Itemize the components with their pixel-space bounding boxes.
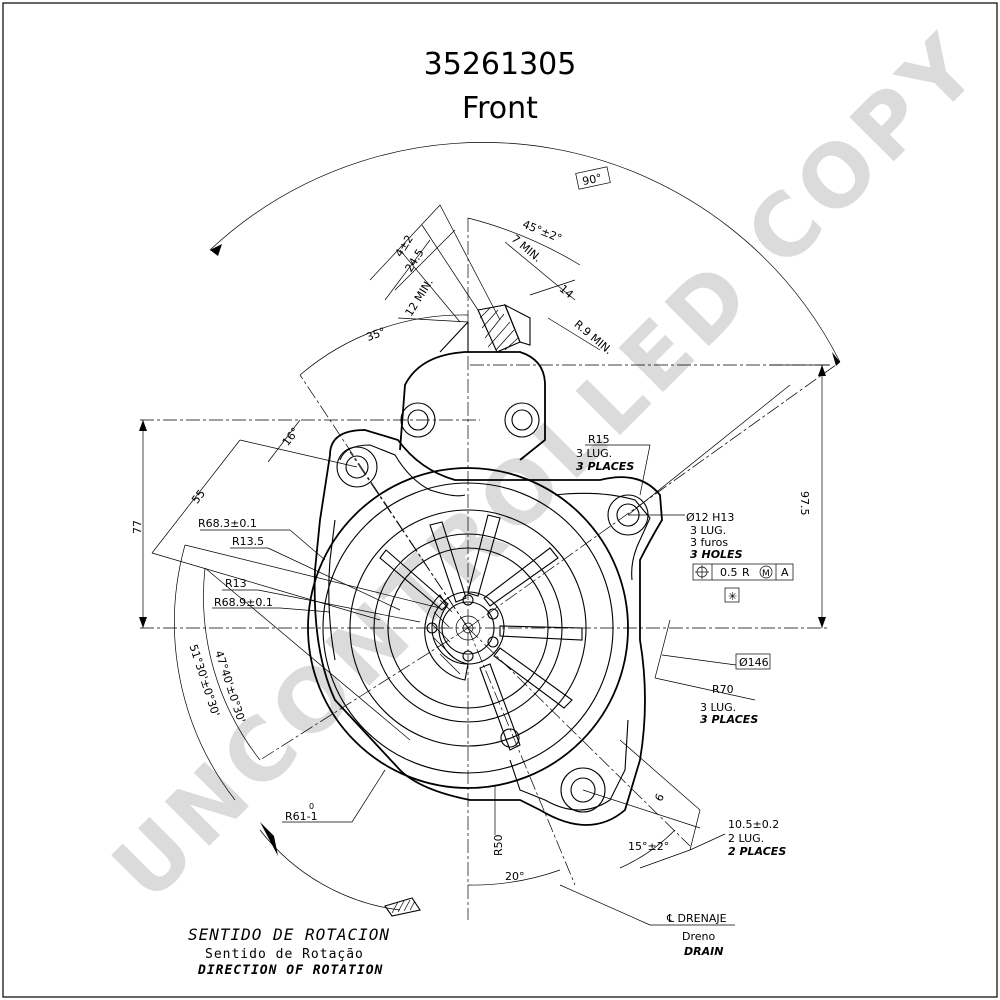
dim-77: 77	[131, 520, 144, 534]
dim-r68-9: R68.9±0.1	[214, 596, 273, 609]
dim-r61: R61-1	[285, 810, 318, 823]
dim-angle-35: 35°	[365, 325, 388, 344]
dim-r15-places: 3 PLACES	[576, 460, 634, 473]
dim-hole-holes: 3 HOLES	[690, 548, 743, 561]
tol-a: A	[781, 566, 789, 579]
dim-10-5: 10.5±0.2	[728, 818, 779, 831]
dim-hole-furos: 3 furos	[690, 536, 728, 549]
part-number-title: 35261305	[424, 47, 577, 82]
dim-hole-lug: 3 LUG.	[690, 524, 726, 537]
drain-label-pt: Dreno	[682, 930, 715, 943]
tol-value: 0.5	[720, 566, 738, 579]
dim-6: 6	[652, 791, 667, 803]
dim-dia146: Ø146	[739, 656, 769, 669]
tolerance-frame: 0.5 R M A ✳	[692, 563, 794, 603]
dimension-lines	[139, 142, 841, 926]
dim-angle-15: 15°±2°	[628, 840, 669, 853]
drain-label-en: DRAIN	[684, 945, 723, 958]
dim-r50: R50	[492, 834, 505, 856]
tol-r: R	[742, 566, 750, 579]
max-material-icon	[759, 565, 773, 579]
dim-r70-places: 3 PLACES	[700, 713, 758, 726]
dim-r68-3: R68.3±0.1	[198, 517, 257, 530]
tol-m: M	[762, 569, 770, 579]
dim-hole: Ø12 H13	[686, 511, 734, 524]
dim-r70-lug: 3 LUG.	[700, 701, 736, 714]
dim-10-5-places: 2 PLACES	[728, 845, 786, 858]
rotation-arrow-icon	[259, 822, 421, 917]
dim-angle-16: 16°	[280, 425, 302, 448]
rotation-label-pt: Sentido de Rotação	[205, 947, 364, 962]
dim-r70: R70	[712, 683, 734, 696]
dim-r15-lug: 3 LUG.	[576, 447, 612, 460]
dim-r15: R15	[588, 433, 610, 446]
rotation-label-en: DIRECTION OF ROTATION	[197, 963, 383, 978]
dim-r13-5: R13.5	[232, 535, 264, 548]
dim-97-5: 97.5	[798, 491, 811, 516]
dim-12min: 12 MIN.	[403, 276, 436, 318]
terminal-connector	[439, 303, 531, 353]
dim-angle-90: 90°	[581, 171, 603, 188]
dim-r61-tol: 0	[309, 802, 314, 811]
drain-label-es: ℄ DRENAJE	[666, 912, 727, 925]
dim-55: 55	[189, 487, 208, 506]
view-title: Front	[462, 91, 538, 126]
rotation-label-es: SENTIDO DE ROTACION	[188, 925, 390, 944]
asterisk-symbol-icon: ✳	[728, 590, 737, 603]
dim-10-5-lug: 2 LUG.	[728, 832, 764, 845]
starter-body	[307, 467, 629, 789]
dim-r13: R13	[225, 577, 247, 590]
watermark-text: UNCONTROLLED COPY	[94, 14, 1000, 920]
dim-angle-20: 20°	[505, 870, 525, 883]
mounting-flange	[313, 351, 663, 826]
